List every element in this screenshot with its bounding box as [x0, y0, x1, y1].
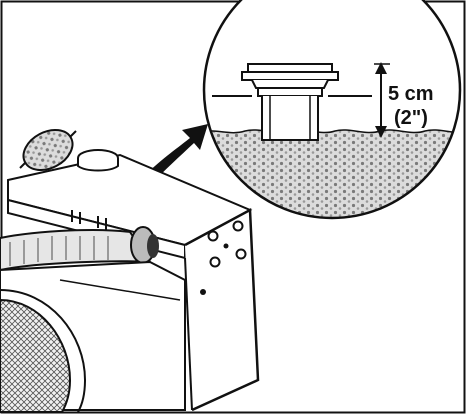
appliance-body: [0, 150, 258, 412]
measurement-label-imperial: (2"): [394, 107, 428, 129]
measurement-label-metric: 5 cm: [388, 83, 434, 105]
